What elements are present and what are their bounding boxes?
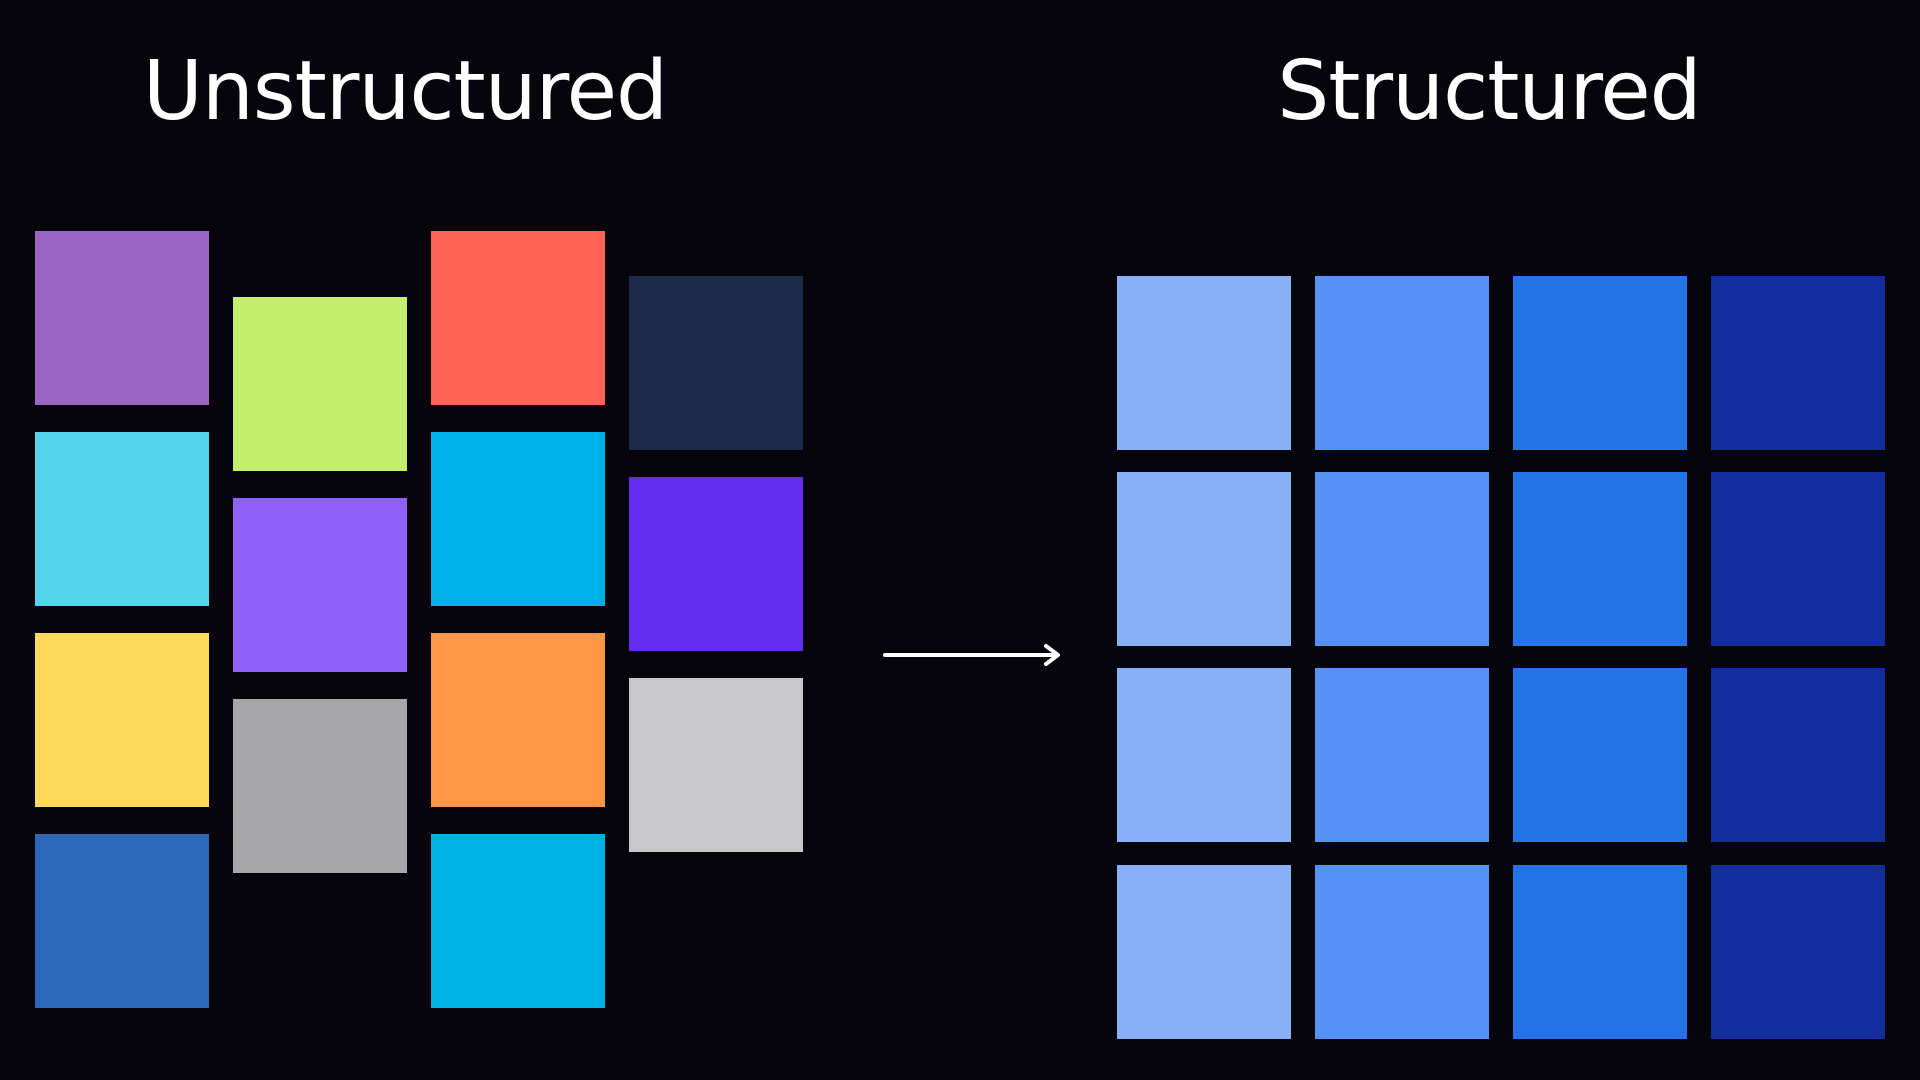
structured-tile	[1315, 668, 1489, 842]
unstructured-tile	[431, 432, 605, 606]
unstructured-tile	[35, 231, 209, 405]
unstructured-tile	[431, 231, 605, 405]
unstructured-tile	[629, 678, 803, 852]
structured-tile	[1315, 276, 1489, 450]
unstructured-heading: Unstructured	[142, 44, 668, 139]
arrow-right-icon	[883, 644, 1060, 666]
structured-tile	[1117, 865, 1291, 1039]
structured-tile	[1513, 865, 1687, 1039]
structured-tile	[1711, 865, 1885, 1039]
unstructured-tile	[629, 477, 803, 651]
structured-tile	[1315, 865, 1489, 1039]
structured-tile	[1711, 668, 1885, 842]
structured-tile	[1711, 276, 1885, 450]
unstructured-tile	[233, 498, 407, 672]
unstructured-tile	[629, 276, 803, 450]
unstructured-tile	[431, 633, 605, 807]
structured-tile	[1117, 472, 1291, 646]
unstructured-tile	[35, 432, 209, 606]
structured-heading: Structured	[1277, 44, 1702, 139]
unstructured-tile	[233, 297, 407, 471]
structured-tile	[1513, 668, 1687, 842]
structured-tile	[1117, 668, 1291, 842]
structured-tile	[1315, 472, 1489, 646]
unstructured-tile	[35, 633, 209, 807]
unstructured-tile	[431, 834, 605, 1008]
unstructured-tile	[35, 834, 209, 1008]
structured-tile	[1513, 472, 1687, 646]
unstructured-tile	[233, 699, 407, 873]
structured-tile	[1711, 472, 1885, 646]
structured-tile	[1513, 276, 1687, 450]
structured-tile	[1117, 276, 1291, 450]
